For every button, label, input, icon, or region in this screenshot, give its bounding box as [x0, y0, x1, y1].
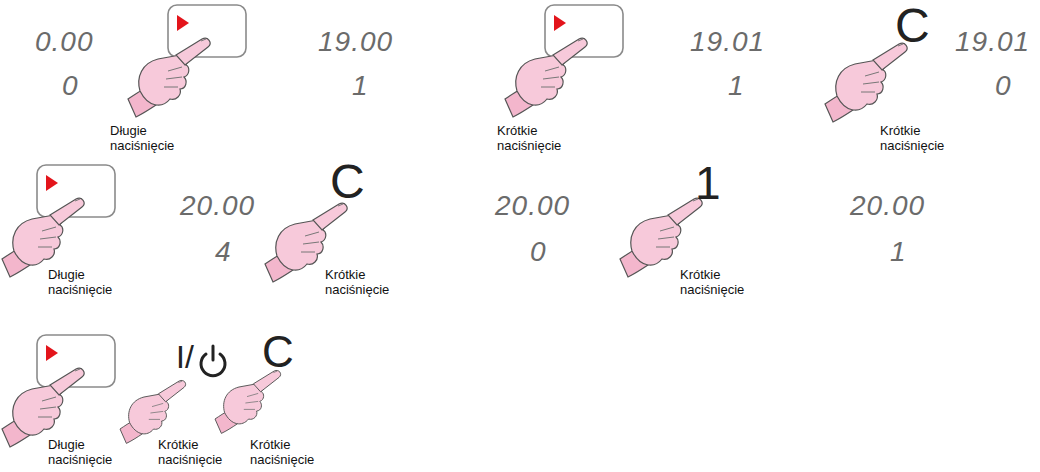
arrow-button [545, 5, 623, 57]
display-counter: 1 [890, 238, 907, 266]
display-counter: 0 [62, 72, 79, 100]
press-label: Długie naciśnięcie [48, 438, 112, 468]
display-counter: 1 [728, 72, 745, 100]
key-symbol: I/ [176, 341, 194, 373]
key-symbol: C [330, 158, 365, 206]
key-symbol: C [895, 2, 930, 50]
press-label: Krótkie naciśnięcie [325, 268, 389, 298]
pressing-hand [825, 43, 907, 122]
display-counter: 0 [995, 72, 1012, 100]
power-symbol [201, 346, 225, 376]
key-symbol: 1 [695, 160, 721, 206]
display-reading: 19.01 [955, 28, 1030, 56]
arrow-button [168, 5, 246, 57]
press-label: Długie naciśnięcie [110, 124, 174, 154]
press-label: Krótkie naciśnięcie [880, 124, 944, 154]
display-counter: 0 [530, 238, 547, 266]
display-reading: 0.00 [35, 28, 94, 56]
display-reading: 20.00 [180, 192, 255, 220]
press-label: Długie naciśnięcie [48, 268, 112, 298]
pressing-hand [120, 380, 186, 443]
press-label: Krótkie naciśnięcie [250, 438, 314, 468]
display-reading: 20.00 [850, 192, 925, 220]
pressing-hand [505, 38, 587, 117]
pressing-hand [215, 370, 281, 433]
press-label: Krótkie naciśnięcie [497, 124, 561, 154]
pressing-hand [2, 198, 84, 277]
pressing-hand [2, 368, 84, 447]
display-reading: 20.00 [495, 192, 570, 220]
display-counter: 1 [352, 72, 369, 100]
key-symbol: C [262, 330, 294, 374]
display-reading: 19.01 [690, 28, 765, 56]
display-counter: 4 [215, 238, 232, 266]
press-label: Krótkie naciśnięcie [158, 438, 222, 468]
pressing-hand [620, 198, 702, 277]
display-reading: 19.00 [318, 28, 393, 56]
pressing-hand [128, 38, 210, 117]
press-label: Krótkie naciśnięcie [680, 268, 744, 298]
